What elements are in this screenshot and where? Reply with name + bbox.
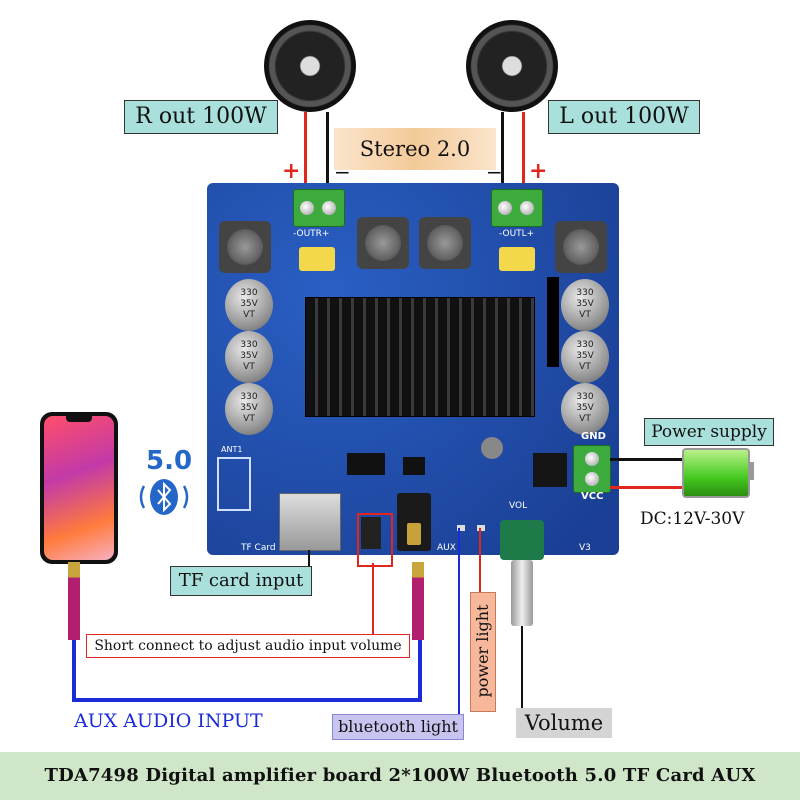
black-bracket bbox=[547, 277, 559, 367]
tf-card-input-label: TF card input bbox=[170, 566, 312, 596]
gnd-silkscreen: GND bbox=[581, 431, 606, 442]
r-out-label: R out 100W bbox=[124, 100, 278, 134]
out-l-silkscreen: -OUTL+ bbox=[499, 229, 535, 239]
bluetooth-version: 5.0 bbox=[146, 446, 193, 476]
l-out-label: L out 100W bbox=[548, 100, 700, 134]
v3-silkscreen: V3 bbox=[579, 543, 591, 553]
bt-light-line bbox=[458, 528, 460, 716]
power-light-tag: power light bbox=[470, 592, 496, 712]
volume-label: Volume bbox=[516, 708, 612, 738]
aux-cable-bottom bbox=[72, 698, 422, 702]
phone-notch bbox=[66, 416, 92, 422]
r-speaker-wire-red bbox=[304, 112, 307, 194]
short-connect-label: Short connect to adjust audio input volu… bbox=[86, 634, 410, 658]
power-light-line bbox=[479, 528, 481, 592]
battery-icon bbox=[682, 448, 750, 498]
aux-audio-input-label: AUX AUDIO INPUT bbox=[74, 710, 263, 732]
aux-hole bbox=[407, 523, 421, 545]
aux-jack bbox=[397, 493, 431, 551]
phone-aux-plug bbox=[68, 562, 80, 640]
stereo-banner: Stereo 2.0 bbox=[334, 128, 496, 170]
right-output-terminal bbox=[293, 189, 345, 227]
tf-callout-line bbox=[308, 550, 310, 578]
screw-icon bbox=[585, 452, 599, 466]
left-output-terminal bbox=[491, 189, 543, 227]
board-aux-plug bbox=[412, 562, 424, 640]
aux-cable-left bbox=[72, 640, 76, 702]
phone-icon bbox=[40, 412, 118, 564]
bluetooth-chip bbox=[347, 453, 385, 475]
l-plus-mark: + bbox=[529, 158, 548, 184]
r-plus-mark: + bbox=[282, 158, 301, 184]
footer-bar: TDA7498 Digital amplifier board 2*100W B… bbox=[0, 752, 800, 800]
power-supply-label: Power supply bbox=[644, 418, 774, 446]
film-capacitor bbox=[499, 247, 535, 271]
l-minus-mark: − bbox=[486, 160, 503, 184]
vcc-silkscreen: VCC bbox=[581, 491, 604, 502]
power-light-label: power light bbox=[473, 604, 492, 698]
jumper-callout-line bbox=[372, 563, 374, 635]
screw-icon bbox=[300, 201, 314, 215]
tf-card-slot bbox=[279, 493, 341, 551]
screw-icon bbox=[520, 201, 534, 215]
jumper-highlight-box bbox=[357, 513, 393, 567]
screw-icon bbox=[322, 201, 336, 215]
out-r-silkscreen: -OUTR+ bbox=[293, 229, 330, 239]
ant-silkscreen: ANT1 bbox=[221, 445, 243, 454]
left-speaker bbox=[466, 20, 558, 112]
tf-card-silkscreen: TF Card bbox=[241, 543, 276, 553]
footer-title: TDA7498 Digital amplifier board 2*100W B… bbox=[44, 765, 756, 786]
right-speaker bbox=[264, 20, 356, 112]
power-led bbox=[477, 525, 485, 531]
phone-screen bbox=[44, 416, 114, 560]
heatsink bbox=[305, 297, 535, 417]
film-capacitor bbox=[299, 247, 335, 271]
volume-jumper-pins bbox=[361, 517, 381, 549]
volume-knob-body[interactable] bbox=[500, 520, 544, 560]
l-speaker-wire-red bbox=[522, 112, 525, 194]
bluetooth-led bbox=[457, 525, 465, 531]
r-speaker-wire-black bbox=[326, 112, 329, 194]
l-speaker-wire-black bbox=[501, 112, 504, 194]
power-terminal bbox=[573, 445, 611, 493]
power-vcc-wire bbox=[610, 486, 684, 489]
screw-icon bbox=[498, 201, 512, 215]
antenna-trace bbox=[217, 457, 251, 511]
small-cap bbox=[481, 437, 503, 459]
aux-silkscreen: AUX bbox=[437, 543, 456, 553]
regulator bbox=[533, 453, 567, 487]
aux-cable-right bbox=[418, 640, 422, 702]
ic-chip bbox=[403, 457, 425, 475]
volume-callout-line bbox=[521, 626, 523, 712]
inductor bbox=[219, 221, 271, 273]
inductor bbox=[555, 221, 607, 273]
vol-silkscreen: VOL bbox=[509, 501, 528, 511]
inductor bbox=[419, 217, 471, 269]
inductor bbox=[357, 217, 409, 269]
bluetooth-light-label: bluetooth light bbox=[332, 714, 464, 740]
volume-knob-shaft[interactable] bbox=[511, 560, 533, 626]
dc-range-label: DC:12V-30V bbox=[640, 509, 745, 529]
bluetooth-icon bbox=[136, 478, 192, 516]
screw-icon bbox=[585, 472, 599, 486]
power-gnd-wire bbox=[610, 458, 684, 461]
battery-cap bbox=[748, 462, 754, 480]
r-minus-mark: − bbox=[334, 160, 351, 184]
